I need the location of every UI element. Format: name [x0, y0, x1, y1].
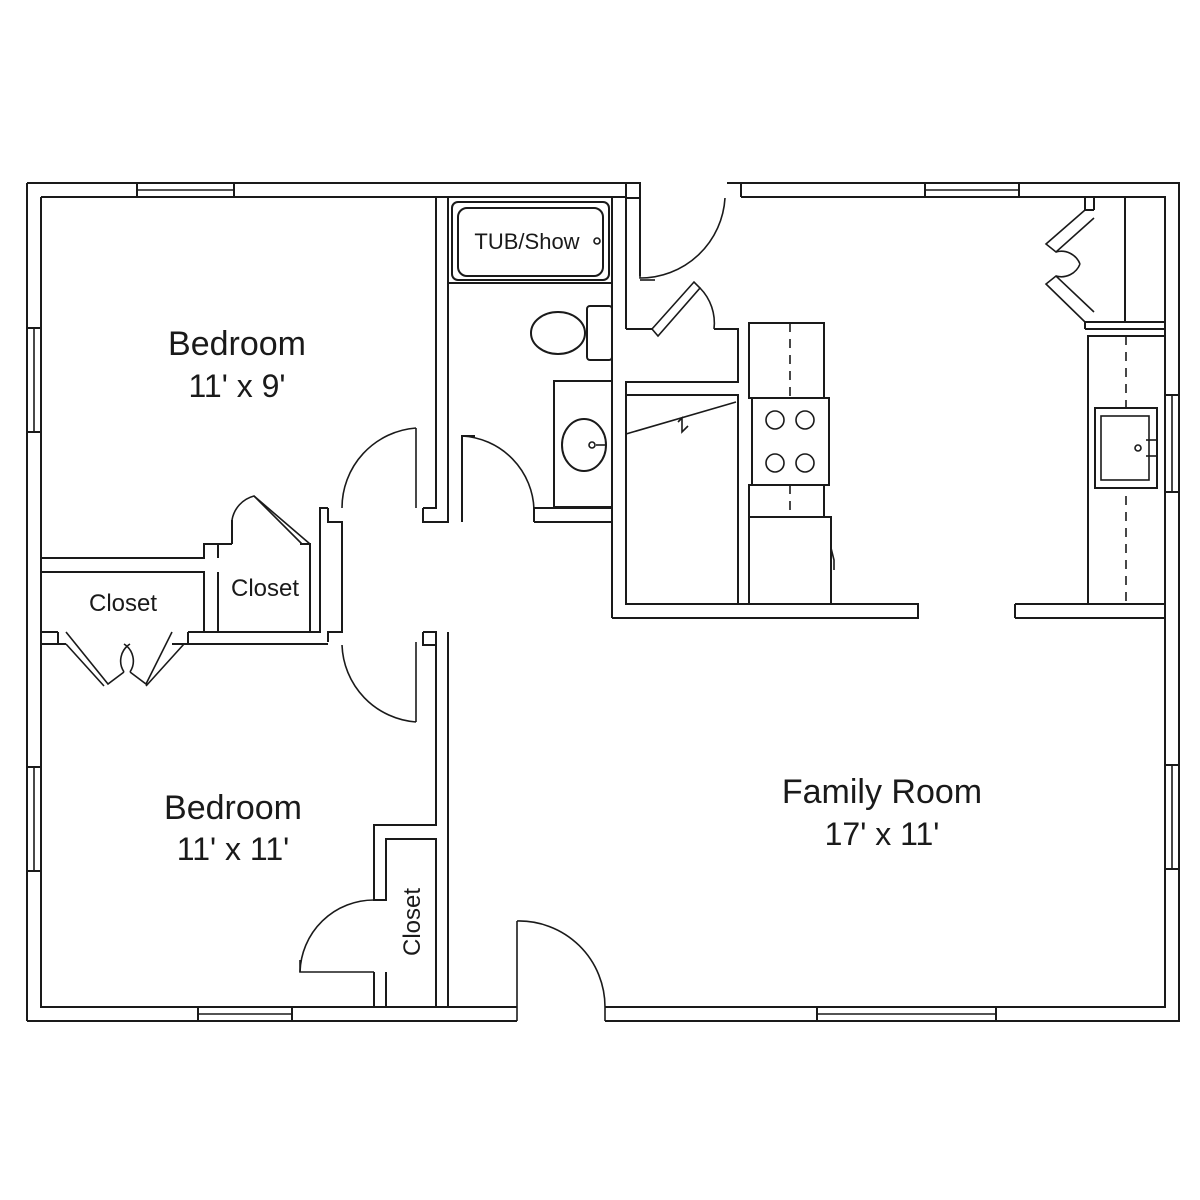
burner-icon — [795, 410, 815, 430]
doors — [65, 197, 1095, 1021]
vanity — [553, 380, 613, 508]
drain-icon — [593, 237, 601, 245]
interior-walls — [41, 197, 1165, 1007]
toilet-bowl — [530, 311, 586, 355]
refrigerator — [748, 516, 832, 605]
closet-label-1: Closet — [89, 590, 157, 617]
bedroom-1-size: 11' x 9' — [188, 368, 285, 404]
family-room-size: 17' x 11' — [825, 816, 940, 852]
burner-icon — [765, 410, 785, 430]
closet-label-3: Closet — [399, 888, 426, 956]
toilet-tank — [586, 305, 613, 361]
bathtub — [457, 207, 604, 277]
burner-icon — [795, 453, 815, 473]
bedroom-2-size: 11' x 11' — [177, 831, 289, 867]
burner-icon — [765, 453, 785, 473]
bedroom-2-name: Bedroom — [164, 789, 302, 827]
stair-break-icon — [625, 401, 737, 435]
tub-label: TUB/Show — [474, 229, 579, 254]
kitchen — [618, 322, 1166, 619]
labels: Bedroom 11' x 9' Bedroom 11' x 11' Famil… — [89, 229, 982, 956]
bedroom-1-name: Bedroom — [168, 325, 306, 363]
bathroom — [451, 201, 613, 508]
exterior-walls — [26, 182, 1180, 1022]
stove — [751, 397, 830, 486]
kitchen-sink — [1094, 407, 1158, 489]
closet-label-2: Closet — [231, 575, 299, 602]
family-room-name: Family Room — [782, 773, 982, 811]
windows — [26, 182, 1180, 1022]
